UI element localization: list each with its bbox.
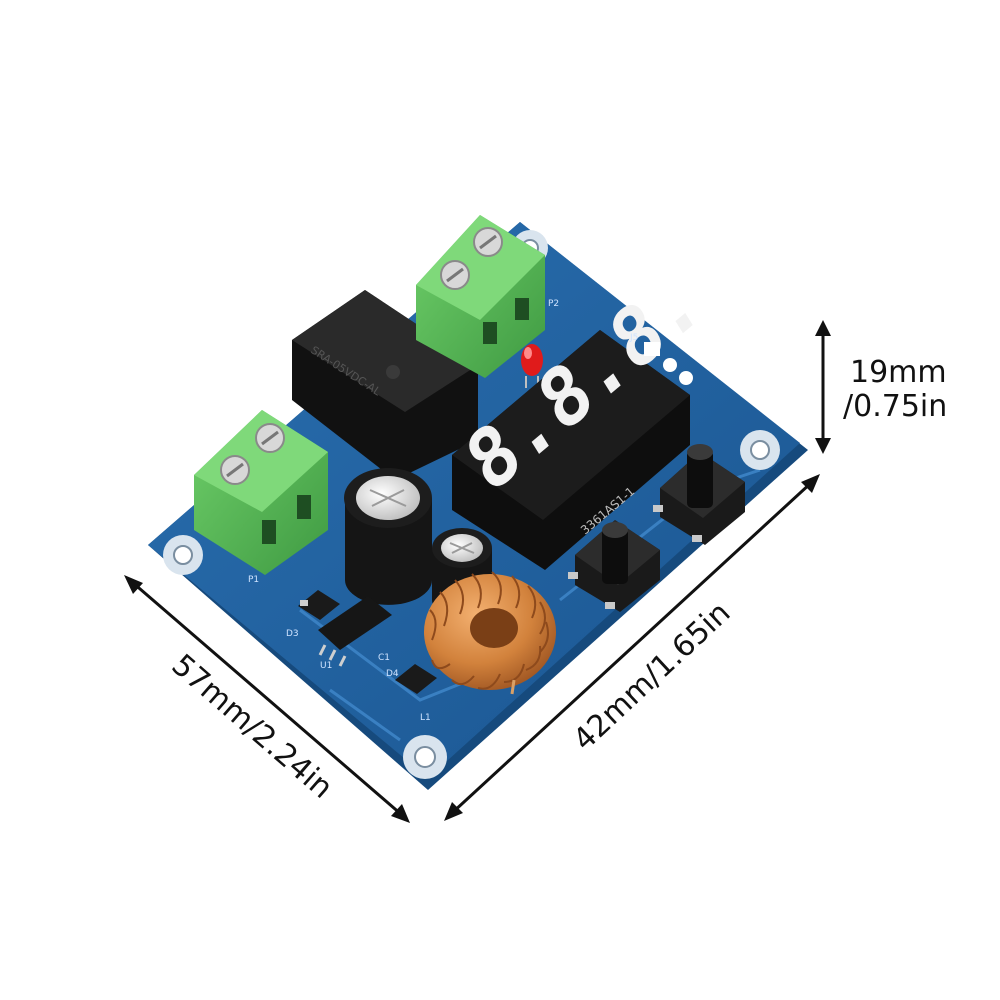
chip-u1: [318, 596, 392, 667]
diode-d4: [395, 664, 437, 694]
silk-p1: P1: [248, 575, 259, 585]
arrow-icon: [391, 804, 410, 823]
arrow-up-icon: [815, 320, 831, 336]
mounting-hole-left: [163, 535, 203, 575]
arrow-icon: [801, 474, 820, 493]
silk-p2: P2: [548, 299, 559, 309]
mounting-hole-bottom: [403, 735, 447, 779]
silk-c1: C1: [378, 653, 390, 663]
terminal-block-p2: [416, 215, 545, 378]
silk-j5: J5: [629, 333, 638, 343]
height-in-label: /0.75in: [843, 389, 947, 424]
capacitor-large: [344, 468, 432, 605]
pin-header-j5: [644, 342, 693, 385]
arrow-icon: [444, 802, 463, 821]
silk-l1: L1: [420, 713, 431, 723]
silk-u1: U1: [320, 661, 332, 671]
diode-d3: [298, 590, 340, 620]
arrow-icon: [124, 575, 143, 594]
tactile-button-left: [568, 520, 660, 612]
silk-d4: D4: [386, 669, 399, 679]
arrow-down-icon: [815, 438, 831, 454]
silk-d3: D3: [286, 629, 299, 639]
toroidal-inductor: [424, 571, 556, 695]
terminal-block-p1: [194, 410, 328, 575]
height-mm-label: 19mm: [850, 355, 947, 390]
red-led: [521, 344, 543, 388]
height-dimension: 19mm /0.75in: [815, 320, 947, 454]
mounting-hole-right: [740, 430, 780, 470]
tactile-button-right: [653, 444, 745, 545]
